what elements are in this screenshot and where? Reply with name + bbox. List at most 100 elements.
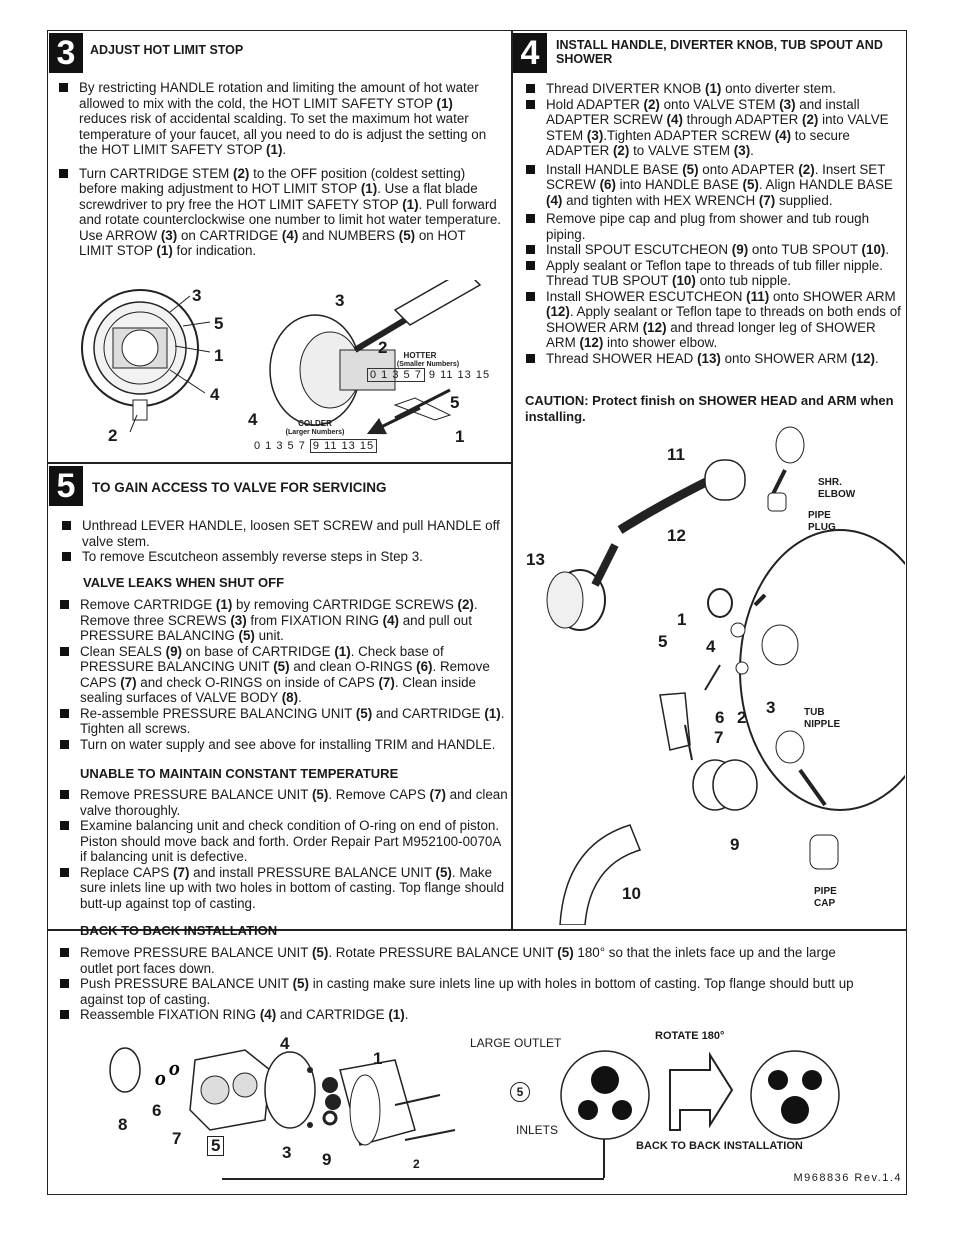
fig4-label-4: 4 bbox=[706, 637, 716, 656]
pipe-cap-label: PIPE CAP bbox=[814, 886, 837, 909]
fig3-label-5b: 5 bbox=[450, 393, 460, 412]
fig4-label-1: 1 bbox=[677, 610, 687, 629]
colder-scale-boxed: 9 11 13 15 bbox=[309, 439, 378, 453]
valve-leaks-bullet-1: Remove CARTRIDGE (1) by removing CARTRID… bbox=[60, 597, 510, 644]
fig5-label-6: 6 bbox=[152, 1101, 162, 1120]
step3-list: By restricting HANDLE rotation and limit… bbox=[59, 80, 501, 259]
btb-bullet-2: Push PRESSURE BALANCE UNIT (5) in castin… bbox=[60, 976, 860, 1007]
fig5-label-9: 9 bbox=[322, 1150, 332, 1169]
step5-number: 5 bbox=[49, 466, 83, 506]
pipe-plug-label: PIPE PLUG bbox=[808, 510, 836, 533]
colder-scale: 0 1 3 5 7 9 11 13 15 bbox=[254, 439, 378, 453]
fig3-label-5a: 5 bbox=[214, 314, 224, 333]
step5-bullet-1: Unthread LEVER HANDLE, loosen SET SCREW … bbox=[62, 518, 502, 549]
valve-leaks-list: Remove CARTRIDGE (1) by removing CARTRID… bbox=[60, 597, 510, 752]
btb-bullet-3: Reassemble FIXATION RING (4) and CARTRID… bbox=[60, 1007, 860, 1023]
tub-nipple-label: TUB NIPPLE bbox=[804, 707, 841, 730]
valve-exploded-figure: o o bbox=[109, 1047, 456, 1146]
hotter-scale-boxed: 0 1 3 5 7 bbox=[367, 368, 425, 382]
fig5-label-4: 4 bbox=[280, 1034, 290, 1053]
fig5-label-7: 7 bbox=[172, 1129, 182, 1148]
fig4-label-2: 2 bbox=[737, 708, 747, 727]
hotter-sublabel: (Smaller Numbers) bbox=[396, 361, 460, 368]
fig3-label-4a: 4 bbox=[210, 385, 220, 404]
step4-number: 4 bbox=[513, 33, 547, 73]
step4-bullet-7: Install SHOWER ESCUTCHEON (11) onto SHOW… bbox=[526, 289, 904, 351]
large-outlet-label: LARGE OUTLET bbox=[470, 1036, 562, 1050]
valve-leaks-bullet-4: Turn on water supply and see above for i… bbox=[60, 737, 510, 753]
step3-bottom-rule bbox=[47, 462, 512, 464]
back-to-back-figure bbox=[560, 1050, 840, 1140]
colder-label: COLDER bbox=[298, 419, 332, 428]
fig4-label-5: 5 bbox=[658, 632, 668, 651]
svg-text:o: o bbox=[155, 1065, 166, 1090]
hot-limit-stop-figure bbox=[81, 280, 482, 435]
hotter-scale: 0 1 3 5 7 9 11 13 15 bbox=[367, 368, 491, 382]
fig3-label-4b: 4 bbox=[248, 410, 258, 429]
page-frame bbox=[47, 30, 907, 1195]
fig4-label-3: 3 bbox=[766, 698, 776, 717]
inlets-label: INLETS bbox=[516, 1123, 559, 1137]
document-number: M968836 Rev.1.4 bbox=[793, 1172, 902, 1184]
step4-list: Thread DIVERTER KNOB (1) onto diverter s… bbox=[526, 81, 904, 366]
btb-list: Remove PRESSURE BALANCE UNIT (5). Rotate… bbox=[60, 945, 860, 1023]
step3-bullet-1: By restricting HANDLE rotation and limit… bbox=[59, 80, 501, 158]
fig3-label-3b: 3 bbox=[335, 291, 345, 310]
step4-bullet-6: Apply sealant or Teflon tape to threads … bbox=[526, 258, 904, 289]
step4-bullet-3: Install HANDLE BASE (5) onto ADAPTER (2)… bbox=[526, 162, 904, 209]
step4-bullet-1: Thread DIVERTER KNOB (1) onto diverter s… bbox=[526, 81, 904, 97]
fig3-label-1b: 1 bbox=[455, 427, 465, 446]
rotate-label: ROTATE 180° bbox=[655, 1030, 725, 1042]
step4-title: INSTALL HANDLE, DIVERTER KNOB, TUB SPOUT… bbox=[556, 38, 883, 66]
fig3-label-3a: 3 bbox=[192, 286, 202, 305]
step3-bullet-2: Turn CARTRIDGE STEM (2) to the OFF posit… bbox=[59, 166, 501, 259]
fig4-label-7: 7 bbox=[714, 728, 724, 747]
step4-bullet-8: Thread SHOWER HEAD (13) onto SHOWER ARM … bbox=[526, 351, 904, 367]
btb-caption: BACK TO BACK INSTALLATION bbox=[636, 1140, 803, 1152]
constant-temp-list: Remove PRESSURE BALANCE UNIT (5). Remove… bbox=[60, 787, 510, 911]
fig5-label-5: 5 bbox=[207, 1136, 225, 1156]
constant-temp-bullet-1: Remove PRESSURE BALANCE UNIT (5). Remove… bbox=[60, 787, 510, 818]
btb-bullet-1: Remove PRESSURE BALANCE UNIT (5). Rotate… bbox=[60, 945, 860, 976]
step4-caution: CAUTION: Protect finish on SHOWER HEAD a… bbox=[525, 393, 894, 424]
fig5-label-1: 1 bbox=[373, 1049, 383, 1068]
colder-scale-rest: 0 1 3 5 7 bbox=[254, 440, 306, 452]
fig4-label-11: 11 bbox=[667, 445, 685, 464]
fig4-label-10: 10 bbox=[622, 884, 641, 903]
trim-installation-figure bbox=[546, 426, 905, 925]
fig4-label-9: 9 bbox=[730, 835, 740, 854]
fig5-label-8: 8 bbox=[118, 1115, 128, 1134]
hotter-scale-rest: 9 11 13 15 bbox=[428, 369, 491, 381]
step5-bullet-2: To remove Escutcheon assembly reverse st… bbox=[62, 549, 502, 565]
fig4-label-6: 6 bbox=[715, 708, 725, 727]
valve-leaks-heading: VALVE LEAKS WHEN SHUT OFF bbox=[83, 575, 285, 590]
column-divider bbox=[511, 30, 513, 930]
valve-leaks-bullet-2: Clean SEALS (9) on base of CARTRIDGE (1)… bbox=[60, 644, 510, 706]
fig4-label-12: 12 bbox=[667, 526, 686, 545]
fig3-label-1a: 1 bbox=[214, 346, 224, 365]
constant-temp-heading: UNABLE TO MAINTAIN CONSTANT TEMPERATURE bbox=[80, 766, 399, 781]
btb-figure-base bbox=[222, 1178, 604, 1180]
step4-bullet-5: Install SPOUT ESCUTCHEON (9) onto TUB SP… bbox=[526, 242, 904, 258]
unit-5-badge: 5 bbox=[510, 1082, 530, 1102]
fig5-label-2: 2 bbox=[413, 1157, 420, 1171]
colder-sublabel: (Larger Numbers) bbox=[285, 429, 345, 436]
fig3-label-2b: 2 bbox=[378, 338, 388, 357]
step3-number: 3 bbox=[49, 33, 83, 73]
valve-leaks-bullet-3: Re-assemble PRESSURE BALANCING UNIT (5) … bbox=[60, 706, 510, 737]
btb-heading: BACK TO BACK INSTALLATION bbox=[80, 923, 278, 938]
fig4-label-13: 13 bbox=[526, 550, 545, 569]
section-divider bbox=[47, 929, 907, 931]
step3-title: ADJUST HOT LIMIT STOP bbox=[90, 43, 244, 57]
constant-temp-bullet-3: Replace CAPS (7) and install PRESSURE BA… bbox=[60, 865, 510, 912]
constant-temp-bullet-2: Examine balancing unit and check conditi… bbox=[60, 818, 510, 865]
hotter-label: HOTTER bbox=[403, 351, 437, 360]
step4-bullet-4: Remove pipe cap and plug from shower and… bbox=[526, 211, 904, 242]
fig3-label-2a: 2 bbox=[108, 426, 118, 445]
fig5-label-3: 3 bbox=[282, 1143, 292, 1162]
step5-list: Unthread LEVER HANDLE, loosen SET SCREW … bbox=[62, 518, 502, 565]
shr-elbow-label: SHR. ELBOW bbox=[818, 477, 856, 500]
step5-title: TO GAIN ACCESS TO VALVE FOR SERVICING bbox=[92, 480, 387, 495]
step4-bullet-2: Hold ADAPTER (2) onto VALVE STEM (3) and… bbox=[526, 97, 904, 159]
svg-text:o: o bbox=[169, 1055, 180, 1080]
